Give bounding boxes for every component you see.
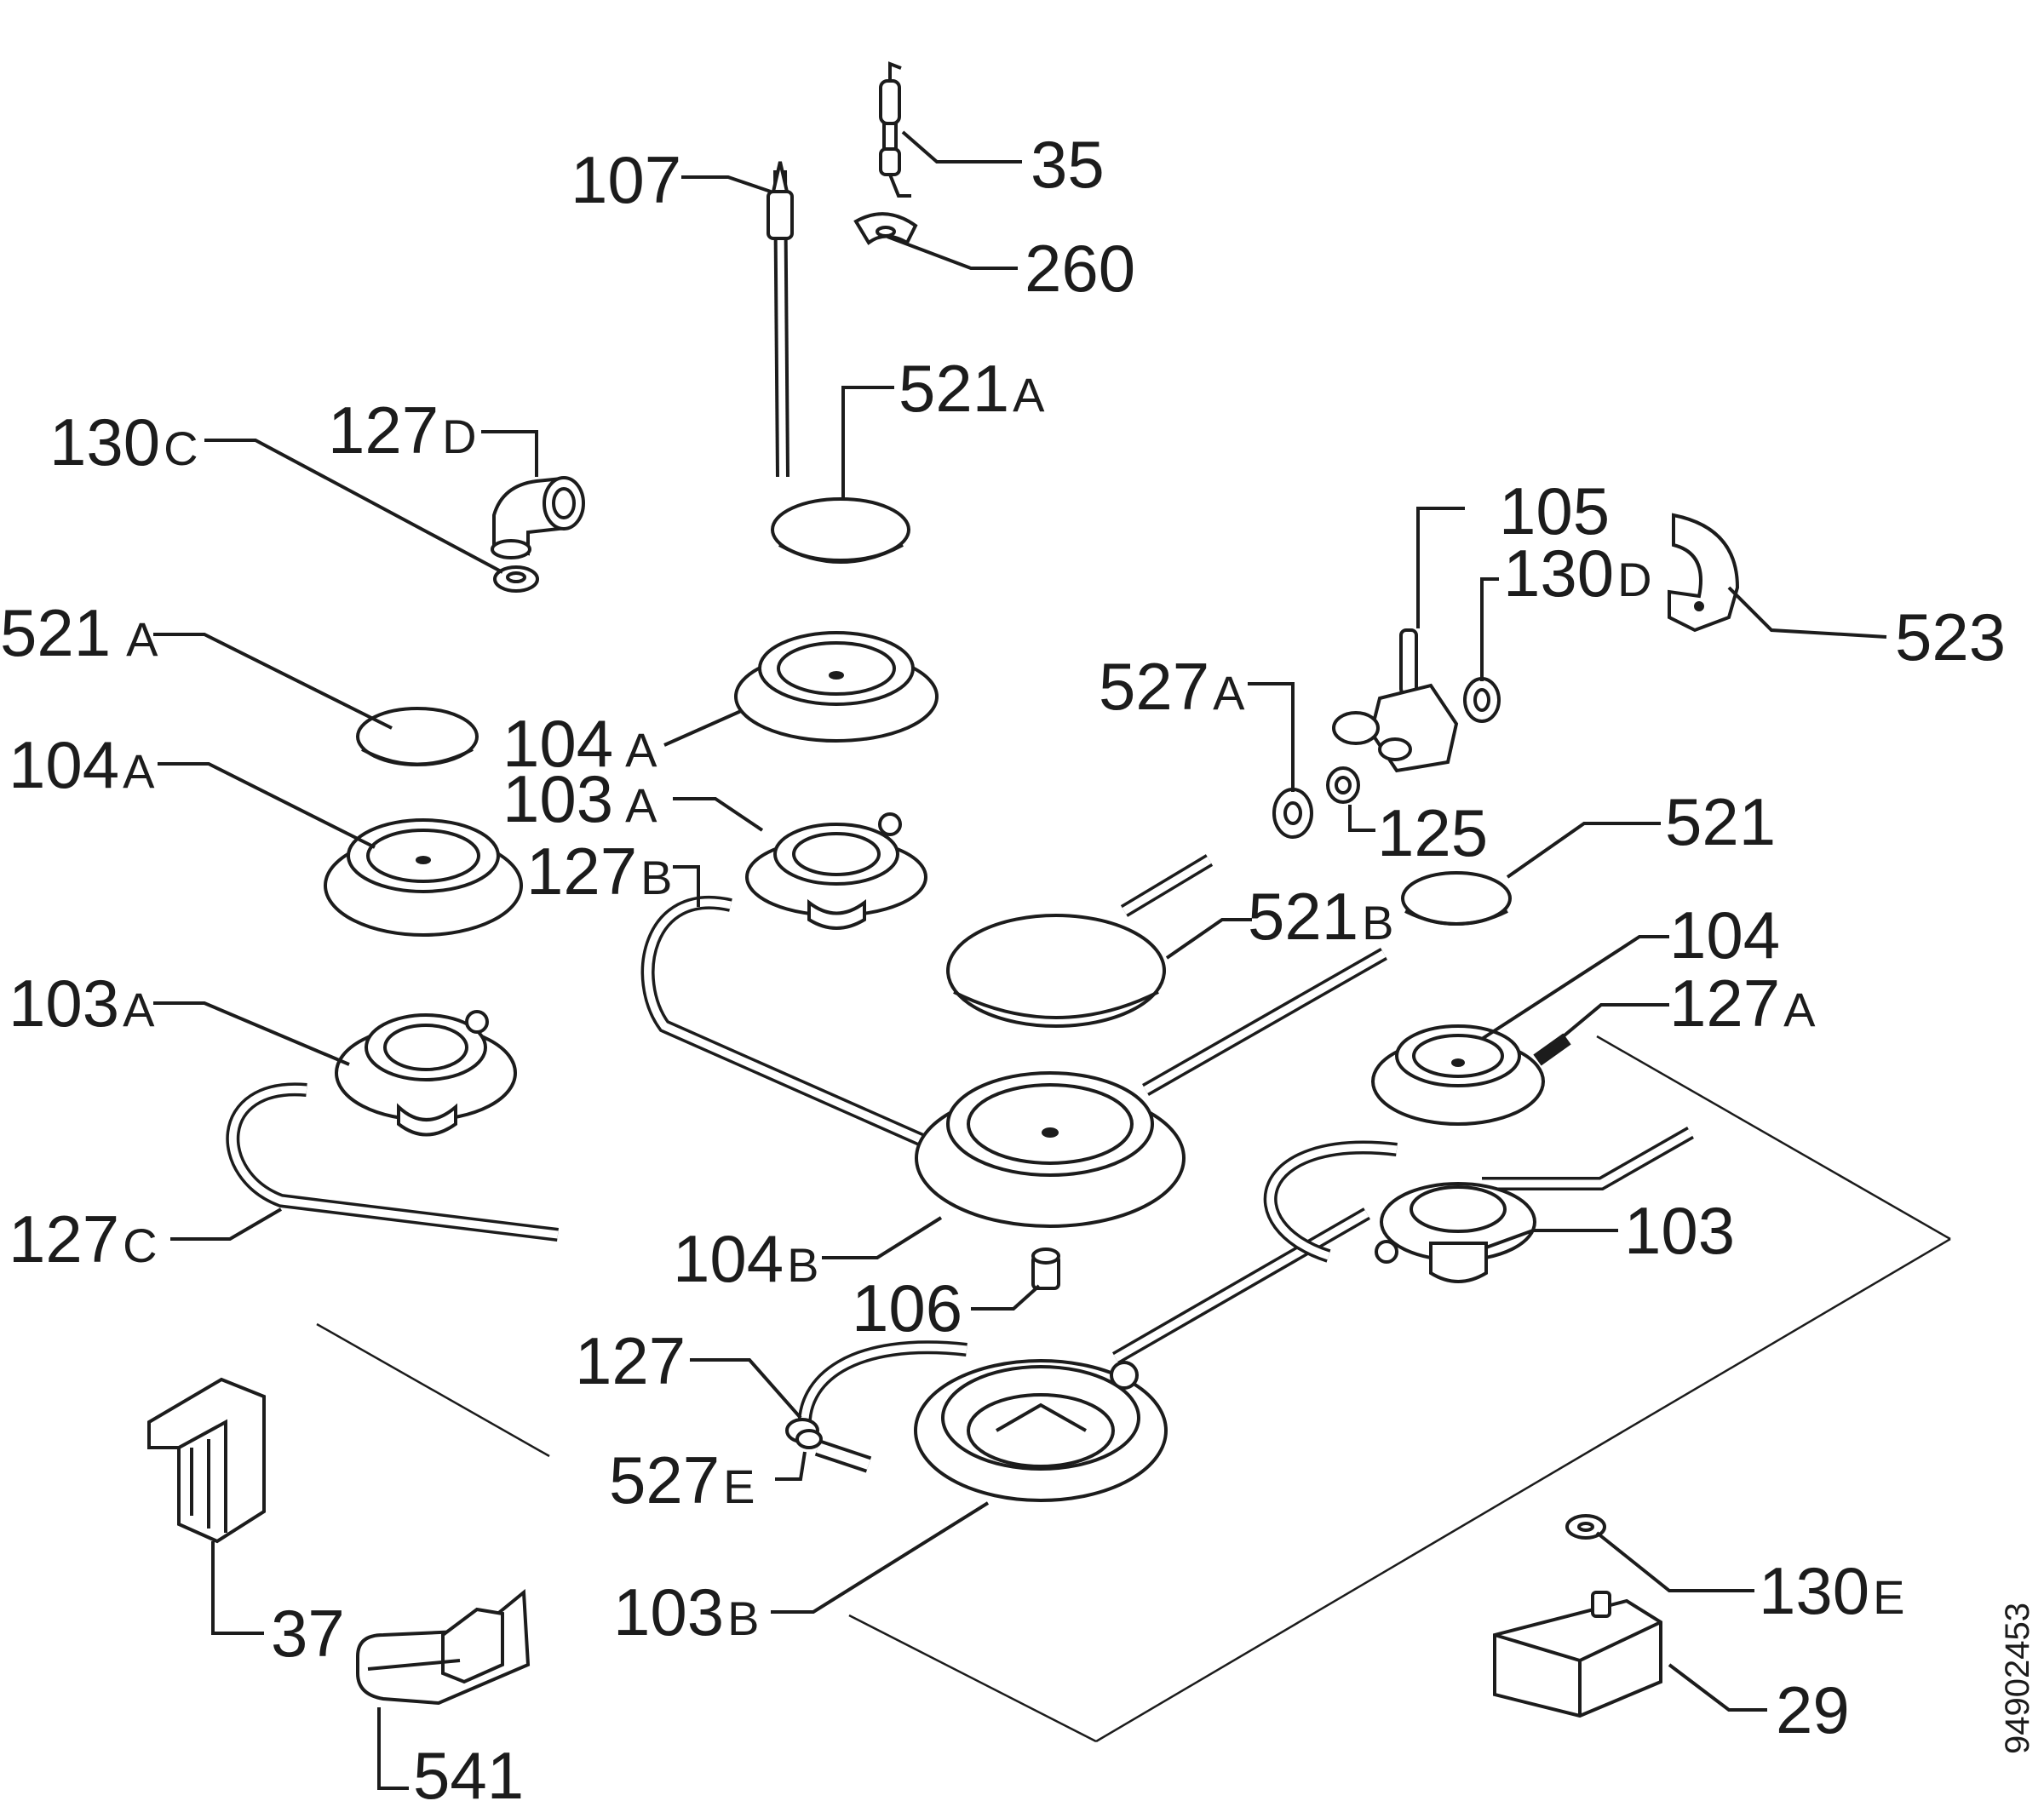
callout-105: 105: [1499, 473, 1610, 548]
callout-527a: 527A: [1099, 649, 1245, 724]
gas-pipes: [226, 854, 1694, 1473]
nozzle-part-125: [1326, 766, 1360, 804]
nut-part-527a: [1272, 788, 1313, 839]
callout-521: 521: [1665, 784, 1776, 859]
callout-103b: 103B: [613, 1574, 760, 1649]
callout-541: 541: [413, 1738, 524, 1801]
switch-part-37: [147, 1377, 266, 1544]
callout-104b: 104B: [673, 1221, 819, 1296]
callout-127b: 127B: [526, 834, 673, 909]
electrode-part-35: [879, 61, 911, 198]
burner-base-103b: [914, 1359, 1168, 1502]
clip-part-527e: [785, 1418, 823, 1449]
bracket-part-523: [1668, 513, 1740, 633]
callout-106: 106: [852, 1270, 962, 1345]
callout-labels: 35 107 260 521A 130C 127D 105 130D 523 5…: [0, 127, 2006, 1801]
thermocouple-part-107: [766, 161, 794, 478]
callout-35: 35: [1031, 127, 1105, 202]
clip-part-260: [853, 212, 918, 245]
burner-base-103a-left: [335, 1010, 517, 1137]
callout-127: 127: [575, 1323, 686, 1398]
callout-127a: 127A: [1669, 966, 1816, 1041]
burner-base-103a-top: [745, 812, 927, 930]
valve-part-105: [1332, 628, 1459, 773]
callout-130d: 130D: [1503, 536, 1652, 611]
callout-104a-left: 104A: [9, 727, 155, 802]
callout-107: 107: [571, 142, 681, 217]
washer-part-130d: [1463, 677, 1501, 723]
callout-103a-left: 103A: [9, 966, 155, 1041]
switch-part-541: [356, 1588, 531, 1706]
burner-cap-521b: [946, 914, 1166, 1028]
callout-29: 29: [1776, 1672, 1850, 1747]
elbow-part-127d: [491, 476, 585, 559]
burner-crown-104a-left: [324, 818, 523, 937]
callout-130e: 130E: [1759, 1553, 1905, 1628]
drawing-number: 94902453: [1999, 1603, 2036, 1754]
leader-lines: [153, 130, 1887, 1790]
burner-crown-104b: [915, 1071, 1186, 1228]
callout-527e: 527E: [609, 1443, 755, 1517]
callout-521a-top: 521A: [899, 351, 1045, 426]
callout-260: 260: [1025, 231, 1135, 306]
callout-103: 103: [1624, 1193, 1735, 1268]
burner-cap-521a-left: [356, 707, 479, 766]
hob-outline: [316, 1035, 1951, 1743]
callout-127c: 127C: [9, 1202, 158, 1276]
generator-part-29: [1493, 1591, 1662, 1718]
burner-crown-104: [1371, 1024, 1545, 1126]
washer-part-130c: [493, 565, 539, 593]
callout-104: 104: [1669, 898, 1780, 972]
callout-37: 37: [271, 1596, 345, 1671]
callout-130c: 130C: [49, 404, 198, 479]
burner-cap-521: [1401, 871, 1512, 926]
callout-521b: 521B: [1248, 879, 1394, 954]
burner-crown-104a-top: [734, 631, 939, 743]
injector-part-106: [1031, 1248, 1060, 1290]
burner-cap-521a-top: [771, 497, 910, 564]
callout-523: 523: [1895, 599, 2006, 674]
washer-part-130e: [1565, 1514, 1606, 1540]
burner-base-103: [1375, 1182, 1536, 1283]
callout-127d: 127D: [328, 393, 477, 467]
callout-125: 125: [1377, 795, 1488, 870]
